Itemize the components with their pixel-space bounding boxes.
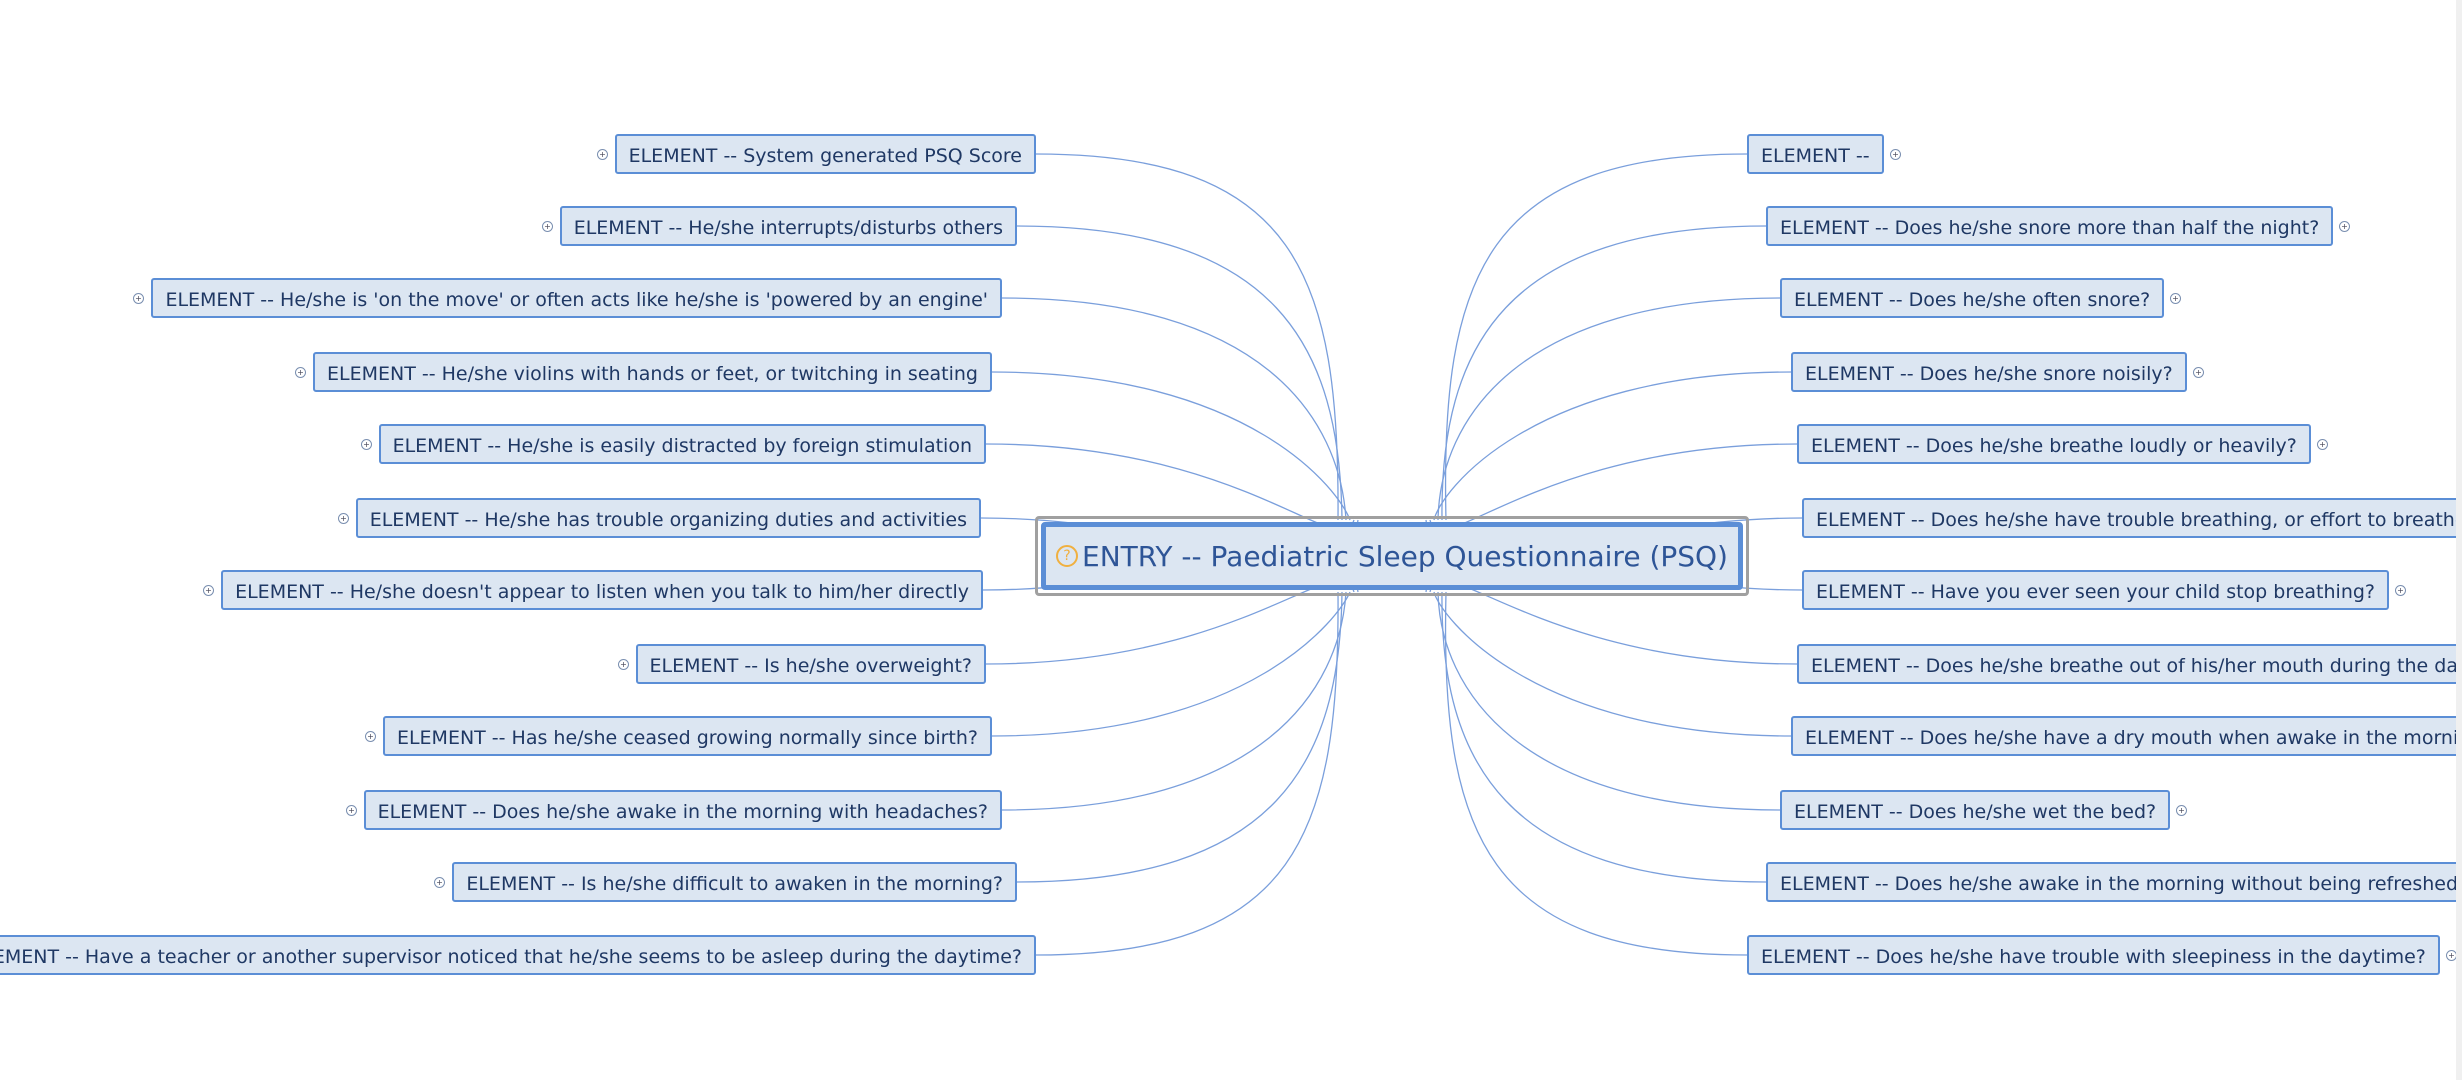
connector-line [1001, 297, 1347, 521]
left-topic-node[interactable]: ELEMENT -- Has he/she ceased growing nor… [382, 716, 992, 756]
left-topic-node[interactable]: ELEMENT -- He/she is 'on the move' or of… [151, 278, 1002, 318]
topic-label: ELEMENT -- He/she is easily distracted b… [392, 435, 972, 457]
expand-icon[interactable]: + [434, 877, 445, 888]
topic-label: ELEMENT -- Does he/she breathe out of hi… [1811, 655, 2456, 677]
topic-label: ELEMENT -- Does he/she have a dry mouth … [1805, 727, 2456, 749]
right-topic-node[interactable]: ELEMENT -- Does he/she have trouble brea… [1802, 498, 2456, 538]
left-topic-node[interactable]: ELEMENT -- Is he/she overweight? [635, 644, 986, 684]
right-topic-node[interactable]: ELEMENT -- Does he/she have trouble with… [1747, 935, 2440, 975]
right-topic-node[interactable]: ELEMENT -- Does he/she wet the bed? [1780, 790, 2171, 830]
right-topic-node[interactable]: ELEMENT -- Does he/she awake in the morn… [1766, 862, 2456, 902]
connector-line [1444, 591, 1748, 956]
topic-label: ELEMENT -- Have you ever seen your child… [1816, 581, 2376, 603]
expand-icon[interactable]: + [346, 805, 357, 816]
right-topic-node[interactable]: ELEMENT -- Does he/she breathe out of hi… [1797, 644, 2456, 684]
right-topic-node[interactable]: ELEMENT -- [1747, 134, 1884, 174]
expand-icon[interactable]: + [133, 293, 144, 304]
left-topic-node[interactable]: ELEMENT -- He/she is easily distracted b… [378, 424, 986, 464]
topic-label: ELEMENT -- Does he/she breathe loudly or… [1811, 435, 2297, 457]
connector-line [1441, 591, 1767, 883]
question-icon: ? [1056, 545, 1079, 567]
expand-icon[interactable]: + [2339, 221, 2350, 232]
left-topic-node[interactable]: ELEMENT -- He/she has trouble organizing… [355, 498, 981, 538]
connector-line [1437, 591, 1781, 811]
expand-icon[interactable]: + [2446, 950, 2456, 961]
right-topic-node[interactable]: ELEMENT -- Does he/she often snore? [1780, 278, 2165, 318]
expand-icon[interactable]: + [361, 439, 372, 450]
topic-label: ELEMENT -- System generated PSQ Score [628, 145, 1022, 167]
topic-label: ELEMENT -- Does he/she have trouble with… [1761, 946, 2426, 968]
topic-label: ELEMENT -- He/she is 'on the move' or of… [165, 289, 988, 311]
connector-line [1441, 225, 1767, 521]
expand-icon[interactable]: + [365, 731, 376, 742]
right-topic-node[interactable]: ELEMENT -- Does he/she have a dry mouth … [1791, 716, 2456, 756]
connector-line [991, 591, 1351, 737]
expand-icon[interactable]: + [2170, 293, 2181, 304]
central-topic-selection: ? ENTRY -- Paediatric Sleep Questionnair… [1035, 516, 1749, 596]
topic-label: ELEMENT -- Does he/she have trouble brea… [1816, 509, 2456, 531]
connector-line [1016, 225, 1343, 521]
topic-label: ELEMENT -- Does he/she wet the bed? [1794, 801, 2157, 823]
left-topic-node[interactable]: ELEMENT -- He/she violins with hands or … [312, 352, 992, 392]
topic-label: ELEMENT -- Does he/she awake in the morn… [1780, 873, 2456, 895]
expand-icon[interactable]: + [597, 149, 608, 160]
connector-line [1001, 591, 1347, 811]
right-topic-node[interactable]: ELEMENT -- Does he/she breathe loudly or… [1797, 424, 2311, 464]
topic-label: ELEMENT -- He/she interrupts/disturbs ot… [573, 217, 1003, 239]
connector-line [991, 371, 1351, 521]
left-topic-node[interactable]: ELEMENT -- Is he/she difficult to awaken… [452, 862, 1017, 902]
topic-label: ELEMENT -- Does he/she often snore? [1794, 289, 2151, 311]
left-topic-node[interactable]: ELEMENT -- He/she interrupts/disturbs ot… [559, 206, 1017, 246]
connector-line [1016, 591, 1343, 883]
topic-label: ELEMENT -- He/she doesn't appear to list… [235, 581, 969, 603]
expand-icon[interactable]: + [2176, 805, 2187, 816]
central-topic-label: ENTRY -- Paediatric Sleep Questionnaire … [1082, 539, 1728, 573]
topic-label: ELEMENT -- Does he/she snore noisily? [1805, 363, 2173, 385]
expand-icon[interactable]: + [2317, 439, 2328, 450]
topic-label: ELEMENT -- Is he/she overweight? [649, 655, 972, 677]
left-topic-node[interactable]: ELEMENT -- Have a teacher or another sup… [0, 935, 1036, 975]
topic-label: ELEMENT -- Has he/she ceased growing nor… [396, 727, 978, 749]
connector-line [1444, 153, 1748, 521]
expand-icon[interactable]: + [2395, 585, 2406, 596]
left-topic-node[interactable]: ELEMENT -- System generated PSQ Score [614, 134, 1036, 174]
expand-icon[interactable]: + [338, 513, 349, 524]
topic-label: ELEMENT -- He/she has trouble organizing… [369, 509, 967, 531]
right-topic-node[interactable]: ELEMENT -- Does he/she snore more than h… [1766, 206, 2334, 246]
expand-icon[interactable]: + [203, 585, 214, 596]
expand-icon[interactable]: + [2193, 367, 2204, 378]
topic-label: ELEMENT -- Does he/she awake in the morn… [377, 801, 988, 823]
expand-icon[interactable]: + [295, 367, 306, 378]
vertical-scrollbar[interactable] [2456, 0, 2462, 1080]
central-topic[interactable]: ? ENTRY -- Paediatric Sleep Questionnair… [1041, 522, 1743, 590]
connector-line [1035, 153, 1339, 521]
expand-icon[interactable]: + [542, 221, 553, 232]
topic-label: ELEMENT -- Does he/she snore more than h… [1780, 217, 2320, 239]
right-topic-node[interactable]: ELEMENT -- Does he/she snore noisily? [1791, 352, 2187, 392]
left-topic-node[interactable]: ELEMENT -- Does he/she awake in the morn… [363, 790, 1002, 830]
topic-label: ELEMENT -- Have a teacher or another sup… [0, 946, 1022, 968]
left-topic-node[interactable]: ELEMENT -- He/she doesn't appear to list… [221, 570, 983, 610]
topic-label: ELEMENT -- Is he/she difficult to awaken… [466, 873, 1003, 895]
connector-line [1437, 297, 1781, 521]
right-topic-node[interactable]: ELEMENT -- Have you ever seen your child… [1802, 570, 2390, 610]
connector-line [1035, 591, 1339, 956]
topic-label: ELEMENT -- He/she violins with hands or … [326, 363, 978, 385]
expand-icon[interactable]: + [618, 659, 629, 670]
expand-icon[interactable]: + [1890, 149, 1901, 160]
topic-label: ELEMENT -- [1761, 145, 1870, 167]
connector-line [1433, 371, 1792, 521]
